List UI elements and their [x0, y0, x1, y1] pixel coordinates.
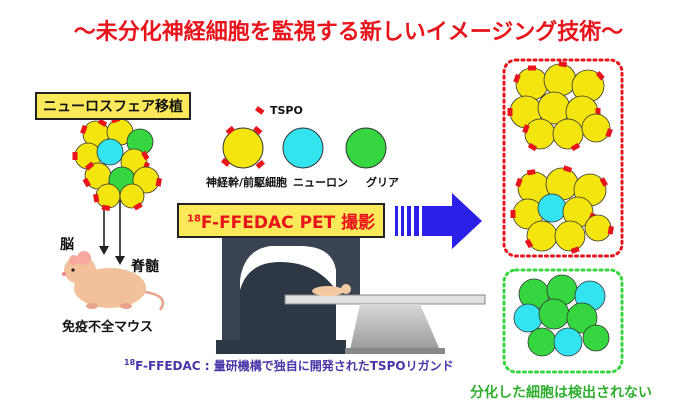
neurosphere-label: ニューロスフェア移植 [35, 92, 191, 120]
headline: 〜未分化神経細胞を監視する新しいイメージング技術〜 [73, 20, 624, 45]
legend-stem-marker-3 [221, 157, 231, 167]
neurosphere-cell [95, 183, 121, 209]
scanner-base [216, 340, 346, 354]
footnote: 18F-FFEDAC : 量研機構で独自に開発されたTSPOリガンド [124, 357, 454, 374]
mouse-on-couch [312, 286, 344, 296]
mouse-foot-1 [86, 303, 98, 309]
tspo-marker [524, 238, 534, 249]
tspo-marker [155, 177, 162, 187]
tspo-marker [605, 128, 613, 138]
arrow-brain-head [99, 246, 109, 255]
tspo-marker [101, 204, 111, 211]
pet-scanner [216, 228, 360, 354]
detected-cell [537, 193, 567, 223]
detected-cell [581, 113, 611, 143]
arrow-shaft-head [422, 193, 482, 249]
tspo-marker [513, 73, 521, 84]
undetected-cell [582, 324, 610, 352]
legend-stem-marker-1 [225, 125, 235, 135]
tspo-marker [526, 169, 536, 176]
mouse-label: 免疫不全マウス [62, 320, 154, 335]
arrow-stripe-4 [414, 206, 419, 236]
tspo-marker [84, 161, 95, 171]
pet-label-main: F-FFEDAC PET 撮影 [200, 213, 376, 233]
tspo-marker [570, 246, 580, 254]
undetected-cell [538, 298, 570, 330]
couch-foot [345, 348, 445, 354]
big-arrow [395, 193, 482, 249]
legend-symbols [221, 106, 387, 169]
tspo-marker [562, 165, 573, 173]
tspo-marker [595, 71, 605, 81]
legend-stem-marker-2 [253, 125, 263, 135]
tspo-marker [522, 124, 530, 134]
legend-glia-label: グリア [366, 176, 399, 189]
tspo-marker [515, 177, 523, 188]
tspo-marker [72, 152, 78, 160]
legend-stem-cell [222, 127, 264, 169]
mouse-illustration [62, 251, 165, 311]
mouse-foot-2 [120, 303, 132, 309]
pet-label: 18F-FFEDAC PET 撮影 [177, 203, 386, 238]
tspo-marker [80, 124, 88, 135]
legend-neuron-label: ニューロン [293, 176, 348, 189]
mouse-nose [62, 272, 66, 276]
spine-label: 脊髄 [131, 259, 159, 275]
tspo-marker [510, 210, 516, 218]
tspo-marker-swatch [255, 106, 265, 115]
legend-stem-marker-4 [255, 159, 265, 169]
arrow-stripe-1 [395, 206, 398, 236]
tspo-marker [82, 177, 91, 188]
couch-stand [350, 304, 440, 350]
arrow-spine-head [115, 256, 125, 265]
scanner-ring [240, 262, 336, 352]
mouse-ear [77, 251, 91, 265]
tspo-marker [93, 193, 100, 203]
undetected-cell [553, 327, 583, 357]
arrow-stripe-2 [401, 206, 404, 236]
legend-stem-label: 神経幹/前駆細胞 [206, 176, 288, 189]
mouse-tail [144, 290, 165, 311]
tspo-marker [507, 108, 513, 116]
scanner-couch [284, 284, 486, 354]
result-box-undetected [502, 268, 624, 374]
couch-top [284, 294, 486, 305]
footnote-sup: 18 [124, 358, 136, 367]
legend-neuron [282, 127, 324, 169]
cell-clusters [72, 61, 614, 357]
undetected-cell [527, 327, 557, 357]
detected-cell [543, 63, 577, 97]
mouse-on-couch-head [341, 284, 351, 294]
tspo-label: TSPO [270, 104, 303, 117]
tspo-marker [133, 202, 143, 211]
neurosphere-cell [119, 183, 145, 209]
tspo-marker [558, 61, 568, 68]
tspo-marker [141, 150, 150, 161]
tspo-marker [607, 225, 614, 235]
detected-cell [584, 214, 612, 242]
mouse-eye [71, 268, 75, 272]
legend-glia [345, 127, 387, 169]
tspo-marker [527, 142, 538, 152]
footnote-main: F-FFEDAC : 量研機構で独自に開発されたTSPOリガンド [135, 359, 454, 373]
undetected-cell [513, 303, 543, 333]
detected-cell [515, 67, 549, 101]
tspo-marker [97, 118, 108, 127]
result-note: 分化した細胞は検出されない [470, 385, 652, 401]
mouse-ear-2 [69, 255, 79, 265]
tspo-marker [528, 65, 536, 71]
detected-cell [554, 220, 586, 252]
neurosphere-cell [96, 138, 124, 166]
brain-label: 脳 [60, 237, 74, 253]
tspo-marker [599, 177, 609, 187]
scanner-body [222, 228, 360, 352]
arrow-stripe-3 [407, 206, 411, 236]
result-box-detected [502, 58, 624, 258]
undetected-cell [566, 302, 598, 334]
pet-label-sup: 18 [187, 213, 201, 225]
tspo-marker [570, 142, 581, 152]
